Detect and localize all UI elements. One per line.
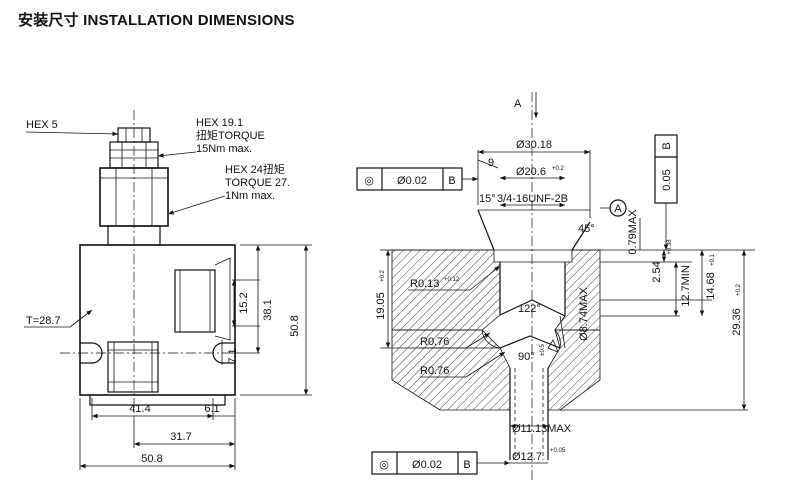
body-wall-right-upper <box>554 249 601 331</box>
fcf-vert-ref: B <box>661 142 673 149</box>
dim-50-8-v: 50.8 <box>289 315 301 336</box>
side-port-flange <box>214 257 231 341</box>
dim-2-54-tol: +0.38 <box>667 239 673 255</box>
dim-20-6: Ø20.6 <box>516 166 546 178</box>
r-0-13-tol: +0.12 <box>444 277 460 283</box>
chamfer-45-right <box>571 221 591 251</box>
body-wall-right-lower <box>547 329 601 411</box>
r-0-13: R0.13 <box>410 278 439 290</box>
dim-7-1: 7.1 <box>227 348 239 363</box>
fcf-bottom-ref: B <box>463 459 470 471</box>
dim-31-7: 31.7 <box>170 431 191 443</box>
hex5-label: HEX 5 <box>26 119 58 131</box>
hex24-label-line1: HEX 24扭矩 <box>225 162 285 176</box>
dim-15-2: 15.2 <box>238 292 250 313</box>
hex19-label-line2: 扭矩TORQUE <box>196 128 265 142</box>
r-0-13-leader <box>469 265 501 291</box>
hex24-label-line2: TORQUE 27. <box>225 177 290 189</box>
body-flange <box>89 395 226 406</box>
angle-122: 122° <box>518 303 541 315</box>
dim-30-18: Ø30.18 <box>516 139 552 151</box>
dim-12-7: 12.7MIN <box>680 265 692 307</box>
hex24-label-line3: 1Nm max. <box>225 190 275 202</box>
page-heading: 安装尺寸 INSTALLATION DIMENSIONS <box>18 12 295 29</box>
fcf-top-ref: B <box>448 175 455 187</box>
datum-a-label: A <box>514 98 522 110</box>
dim-11-13: Ø11.13MAX <box>512 423 572 435</box>
r-0-76-a-leader <box>465 332 491 349</box>
body-wall-left-lower <box>391 329 511 411</box>
fcf-bottom-symbol: ◎ <box>379 459 389 471</box>
dim-0-79: 0.79MAX <box>627 209 639 255</box>
right-section-view: A Ø30.18 9 Ø20.6 +0.2 3/4-16UNF-2B 15° 4… <box>356 92 755 480</box>
fcf-bottom-value: Ø0.02 <box>412 459 442 471</box>
r-0-76-b: R0.76 <box>420 365 449 377</box>
dim-38-1: 38.1 <box>262 299 274 320</box>
fcf-top-symbol: ◎ <box>364 175 374 187</box>
dim-14-68-tol: +0.1 <box>710 253 716 266</box>
hex19-label-line1: HEX 19.1 <box>196 117 243 129</box>
angle-tick-label: 9 <box>488 157 494 169</box>
dim-2-54: 2.54 <box>651 261 663 282</box>
dim-19-05-tol: +0.2 <box>380 269 386 282</box>
hex19-leader <box>157 151 197 158</box>
fcf-bottom: ◎ Ø0.02 B <box>371 451 510 475</box>
hex19-label-line3: 15Nm max. <box>196 143 252 155</box>
fcf-top: ◎ Ø0.02 B <box>356 167 478 191</box>
dim-8-74: Ø8.74MAX <box>578 286 590 340</box>
hex5-leader <box>25 131 119 137</box>
fcf-vertical: B 0.05 <box>654 134 678 250</box>
fcf-vert-value: 0.05 <box>661 169 673 190</box>
mount-slot-left <box>80 342 103 364</box>
angle-15: 15° <box>479 193 496 205</box>
dim-29-36-tol: +0.2 <box>736 283 742 296</box>
dim-50-8-h: 50.8 <box>141 453 162 465</box>
left-front-view: HEX 5 HEX 19.1 扭矩TORQUE 15Nm max. HEX 24… <box>24 110 312 470</box>
r-0-76-b-leader <box>465 351 506 378</box>
angle-90-tol: ±0.5 <box>540 344 546 356</box>
bottom-port <box>107 341 159 393</box>
chamfer-15-left <box>477 209 495 251</box>
dim-19-05: 19.05 <box>375 292 387 320</box>
hex24-leader <box>167 195 226 215</box>
mount-slot-right <box>212 342 235 364</box>
dim-6-1: 6.1 <box>204 403 219 415</box>
side-port <box>174 269 216 333</box>
thickness-label: T=28.7 <box>26 315 61 327</box>
dim-20-6-tol: +0.2 <box>552 166 565 172</box>
dim-14-68: 14.68 <box>705 272 717 300</box>
dim-41-4: 41.4 <box>129 403 150 415</box>
datum-triangle <box>547 339 559 353</box>
fcf-top-value: Ø0.02 <box>397 175 427 187</box>
dim-12-7-dia-tol: +0.05 <box>550 448 566 454</box>
angle-45: 45° <box>578 223 595 235</box>
dim-29-36: 29.36 <box>731 308 743 336</box>
dim-12-7-dia: Ø12.7 <box>512 451 542 463</box>
thread-label: 3/4-16UNF-2B <box>497 193 568 205</box>
datum-a-circle-label: A <box>614 203 622 215</box>
cone-90 <box>499 335 561 349</box>
angle-90: 90° <box>518 351 535 363</box>
r-0-76-a: R0.76 <box>420 336 449 348</box>
